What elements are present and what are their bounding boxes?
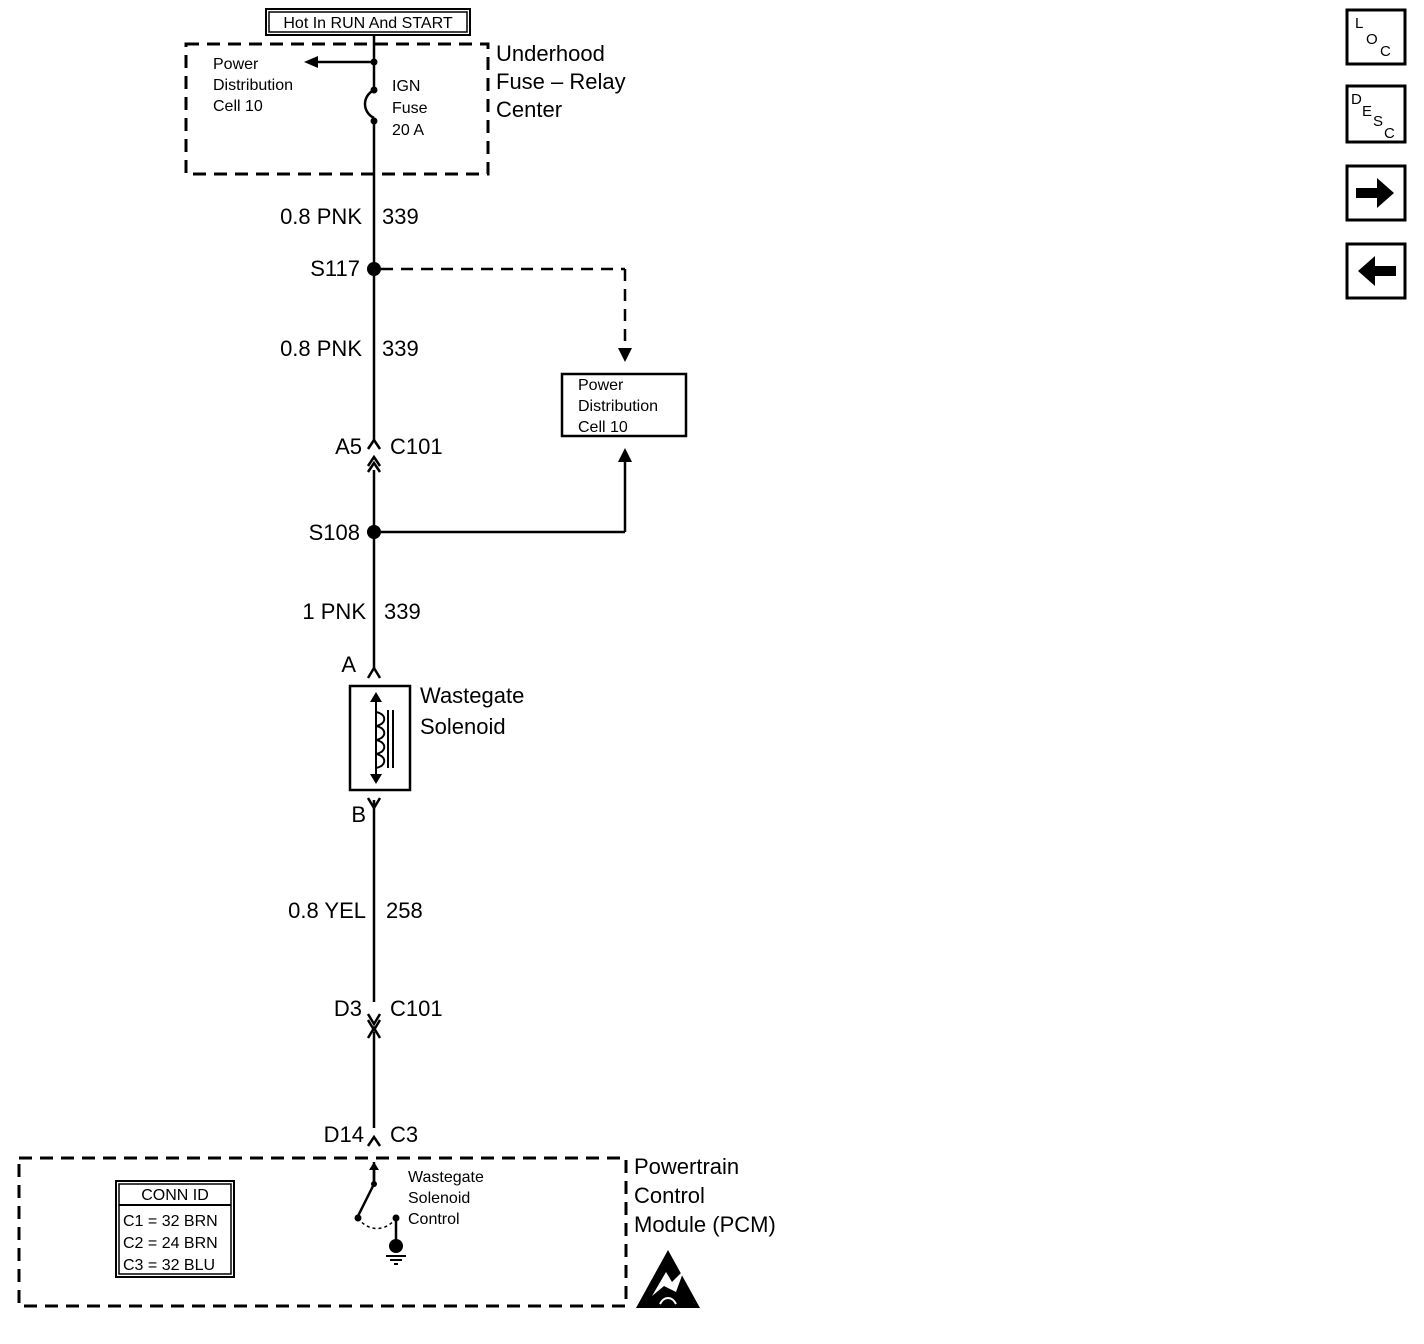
desc-icon: D E S C xyxy=(1351,91,1395,142)
location-button[interactable]: L O C xyxy=(1345,8,1407,66)
wire2-circuit: 339 xyxy=(382,336,419,361)
fuse-center-title-line2: Fuse – Relay xyxy=(496,69,626,94)
ign-fuse-line1: IGN xyxy=(392,78,420,95)
wire4-gauge: 0.8 YEL xyxy=(288,898,366,923)
fuse-junction-dot xyxy=(370,58,378,66)
next-page-button[interactable] xyxy=(1345,164,1407,222)
c101-a5-pin: A5 xyxy=(335,434,362,459)
fuse-bottom-terminal xyxy=(370,117,378,125)
solenoid-pin-a: A xyxy=(341,652,356,677)
switch-label-line3: Control xyxy=(408,1211,460,1228)
fuse-center-title-line3: Center xyxy=(496,97,562,122)
svg-text:E: E xyxy=(1362,103,1372,120)
pcm-title-line2: Control xyxy=(634,1183,705,1208)
svg-text:S: S xyxy=(1373,113,1383,130)
fuse-center-power-dist-line1: Power xyxy=(213,56,259,73)
c101-a5-name: C101 xyxy=(390,434,443,459)
solenoid-pin-a-terminal xyxy=(366,665,382,679)
wastegate-control-switch xyxy=(354,1162,406,1265)
pcm-title-line1: Powertrain xyxy=(634,1154,739,1179)
esd-warning-icon xyxy=(636,1250,700,1308)
wastegate-solenoid xyxy=(348,684,412,792)
wire4-circuit: 258 xyxy=(386,898,423,923)
connector-c3-terminal xyxy=(366,1134,382,1147)
solenoid-pin-b: B xyxy=(351,802,366,827)
underhood-fuse-relay-center: Underhood Fuse – Relay Center Power Dist… xyxy=(184,41,626,176)
pcm-boundary xyxy=(17,1156,628,1308)
splice-s117-label: S117 xyxy=(310,256,360,281)
power-dist-box-line2: Distribution xyxy=(578,398,658,415)
connector-c101-d3 xyxy=(366,1013,382,1039)
wire2-gauge: 0.8 PNK xyxy=(280,336,362,361)
s117-dashed-branch xyxy=(381,267,627,348)
previous-page-button[interactable] xyxy=(1345,242,1407,300)
conn-id-row-c2: C2 = 24 BRN xyxy=(123,1235,218,1252)
c101-d3-name: C101 xyxy=(390,996,443,1021)
power-dist-arrow-icon xyxy=(304,56,318,68)
hot-in-run-start-box: Hot In RUN And START xyxy=(265,8,471,36)
c3-d14-pin: D14 xyxy=(324,1122,364,1147)
arrow-left-icon xyxy=(1358,256,1396,286)
wire3-circuit: 339 xyxy=(384,599,421,624)
fuse-center-power-dist-line3: Cell 10 xyxy=(213,98,263,115)
s117-branch-arrow-icon xyxy=(618,348,632,362)
power-distribution-box: Power Distribution Cell 10 xyxy=(560,372,688,438)
svg-text:L: L xyxy=(1355,15,1363,32)
s108-branch xyxy=(381,462,627,534)
arrow-right-icon xyxy=(1356,178,1394,208)
conn-id-row-c1: C1 = 32 BRN xyxy=(123,1213,218,1230)
solenoid-pin-b-terminal xyxy=(366,797,382,811)
svg-text:C: C xyxy=(1384,125,1395,142)
switch-label-line2: Solenoid xyxy=(408,1190,470,1207)
fuse-center-power-dist-line2: Distribution xyxy=(213,77,293,94)
s108-branch-arrow-icon xyxy=(618,448,632,462)
wire1-circuit: 339 xyxy=(382,204,419,229)
pcm-title-line3: Module (PCM) xyxy=(634,1212,776,1237)
ign-fuse-line2: Fuse xyxy=(392,100,428,117)
description-button[interactable]: D E S C xyxy=(1345,84,1407,144)
fuse-center-title-line1: Underhood xyxy=(496,41,605,66)
splice-s117 xyxy=(367,262,381,276)
power-dist-box-line3: Cell 10 xyxy=(578,419,628,436)
connector-c101-a5 xyxy=(366,437,382,473)
wire3-gauge: 1 PNK xyxy=(302,599,366,624)
svg-text:O: O xyxy=(1366,31,1378,48)
svg-text:C: C xyxy=(1380,43,1391,60)
fuse-top-terminal xyxy=(370,86,378,94)
solenoid-title-line2: Solenoid xyxy=(420,714,506,739)
power-dist-box-line1: Power xyxy=(578,377,624,394)
svg-text:D: D xyxy=(1351,91,1362,108)
c101-d3-pin: D3 xyxy=(334,996,362,1021)
conn-id-title: CONN ID xyxy=(141,1187,209,1204)
splice-s108-label: S108 xyxy=(309,520,360,545)
loc-icon: L O C xyxy=(1355,15,1391,60)
ign-fuse-line3: 20 A xyxy=(392,122,424,139)
c3-name: C3 xyxy=(390,1122,418,1147)
conn-id-row-c3: C3 = 32 BLU xyxy=(123,1257,215,1274)
switch-label-line1: Wastegate xyxy=(408,1169,484,1186)
wire1-gauge: 0.8 PNK xyxy=(280,204,362,229)
splice-s108 xyxy=(367,525,381,539)
conn-id-table: CONN ID C1 = 32 BRN C2 = 24 BRN C3 = 32 … xyxy=(115,1180,235,1278)
hot-in-run-start-label: Hot In RUN And START xyxy=(283,15,452,32)
ign-fuse-symbol xyxy=(316,35,376,175)
solenoid-title-line1: Wastegate xyxy=(420,683,524,708)
